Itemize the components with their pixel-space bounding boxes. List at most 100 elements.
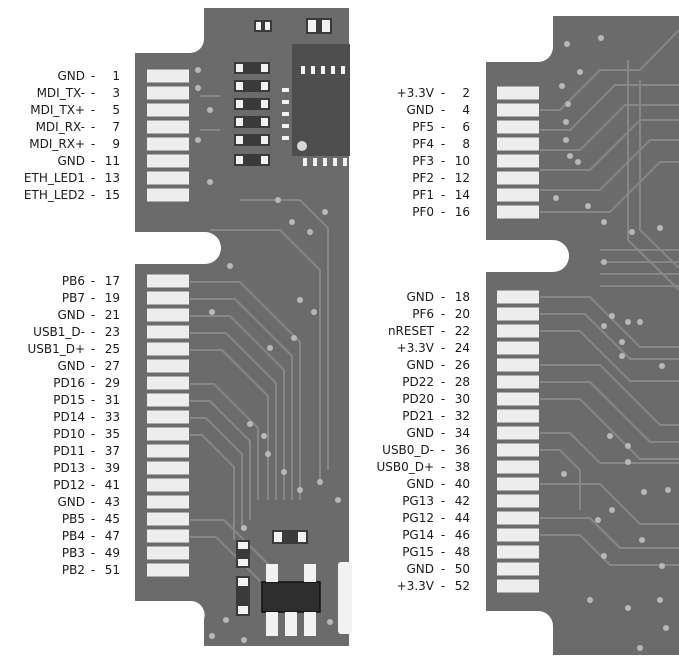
left-ic-chip — [292, 44, 350, 156]
pin-separator: - — [441, 358, 445, 372]
pin-signal-label: PF6 — [412, 307, 434, 321]
pin-signal-label: GND — [57, 495, 85, 509]
edge-pad-23 — [147, 325, 189, 339]
pin-signal-label: PD21 — [402, 409, 434, 423]
left-pin-labels: GND-1MDI_TX--3MDI_TX+-5MDI_RX--7MDI_RX+-… — [24, 69, 120, 577]
edge-pad-42 — [497, 494, 539, 508]
pin-separator: - — [441, 86, 445, 100]
pin-separator: - — [91, 410, 95, 424]
pin-separator: - — [91, 325, 95, 339]
pin-number-label: 20 — [455, 307, 470, 321]
pin-separator: - — [91, 171, 95, 185]
pin-separator: - — [441, 307, 445, 321]
pin-separator: - — [441, 324, 445, 338]
pin-number-label: 3 — [112, 86, 120, 100]
edge-pad-12 — [497, 171, 539, 185]
pin-signal-label: PB3 — [62, 546, 85, 560]
edge-pad-28 — [497, 375, 539, 389]
pin-separator: - — [441, 511, 445, 525]
pin-number-label: 21 — [105, 308, 120, 322]
left-ic-pins — [282, 66, 347, 166]
pin-number-label: 14 — [455, 188, 470, 202]
pin-number-label: 47 — [105, 529, 120, 543]
pin-separator: - — [91, 478, 95, 492]
pin-separator: - — [91, 137, 95, 151]
pin-number-label: 46 — [455, 528, 470, 542]
pin-number-label: 34 — [455, 426, 470, 440]
pin-number-label: 5 — [112, 103, 120, 117]
edge-pad-38 — [497, 460, 539, 474]
pin-number-label: 36 — [455, 443, 470, 457]
pin-separator: - — [441, 171, 445, 185]
right-board — [486, 16, 679, 655]
pin-separator: - — [91, 308, 95, 322]
edge-pad-18 — [497, 290, 539, 304]
pin-separator: - — [441, 545, 445, 559]
pin-number-label: 49 — [105, 546, 120, 560]
pin-number-label: 39 — [105, 461, 120, 475]
edge-pad-5 — [147, 103, 189, 117]
pin-signal-label: ETH_LED1 — [24, 171, 85, 185]
pin-signal-label: GND — [57, 308, 85, 322]
pin-signal-label: PD22 — [402, 375, 434, 389]
pin-separator: - — [441, 392, 445, 406]
pin-separator: - — [441, 154, 445, 168]
pin-number-label: 6 — [462, 120, 470, 134]
pin-separator: - — [441, 205, 445, 219]
edge-pad-34 — [497, 426, 539, 440]
pin-number-label: 4 — [462, 103, 470, 117]
pin-signal-label: PG14 — [402, 528, 434, 542]
edge-pad-50 — [497, 562, 539, 576]
edge-pad-20 — [497, 307, 539, 321]
right-traces — [540, 29, 679, 566]
pin-separator: - — [91, 393, 95, 407]
pin-signal-label: +3.3V — [397, 86, 435, 100]
pin-separator: - — [91, 563, 95, 577]
edge-pad-1 — [147, 69, 189, 83]
edge-pad-44 — [497, 511, 539, 525]
edge-pad-2 — [497, 86, 539, 100]
pin-separator: - — [441, 528, 445, 542]
edge-pad-30 — [497, 392, 539, 406]
edge-pad-9 — [147, 137, 189, 151]
pin-number-label: 1 — [112, 69, 120, 83]
pin-signal-label: GND — [57, 359, 85, 373]
pin-number-label: 41 — [105, 478, 120, 492]
pin-separator: - — [91, 376, 95, 390]
pin-number-label: 52 — [455, 579, 470, 593]
pin-signal-label: MDI_RX- — [36, 120, 85, 134]
pin-signal-label: PF0 — [412, 205, 434, 219]
pin-signal-label: PD13 — [53, 461, 85, 475]
pin-separator: - — [441, 477, 445, 491]
pin-separator: - — [441, 103, 445, 117]
pin-signal-label: +3.3V — [397, 579, 435, 593]
pin-signal-label: PB4 — [62, 529, 85, 543]
pin-signal-label: MDI_TX- — [37, 86, 85, 100]
edge-pad-52 — [497, 579, 539, 593]
pin-signal-label: +3.3V — [397, 341, 435, 355]
pin-number-label: 16 — [455, 205, 470, 219]
pin-number-label: 13 — [105, 171, 120, 185]
edge-pad-13 — [147, 171, 189, 185]
pin-number-label: 29 — [105, 376, 120, 390]
edge-pad-37 — [147, 444, 189, 458]
edge-pad-49 — [147, 546, 189, 560]
pin-number-label: 15 — [105, 188, 120, 202]
pin-number-label: 26 — [455, 358, 470, 372]
pin-separator: - — [91, 444, 95, 458]
left-smd-components — [234, 18, 332, 166]
edge-pad-7 — [147, 120, 189, 134]
edge-pad-36 — [497, 443, 539, 457]
pin-number-label: 25 — [105, 342, 120, 356]
pin-separator: - — [91, 495, 95, 509]
pin-separator: - — [91, 274, 95, 288]
pin-separator: - — [441, 341, 445, 355]
edge-pad-21 — [147, 308, 189, 322]
pin-signal-label: PF1 — [412, 188, 434, 202]
pin-number-label: 45 — [105, 512, 120, 526]
pin-number-label: 24 — [455, 341, 470, 355]
pin-separator: - — [441, 443, 445, 457]
pin-signal-label: GND — [406, 477, 434, 491]
pin-separator: - — [441, 579, 445, 593]
